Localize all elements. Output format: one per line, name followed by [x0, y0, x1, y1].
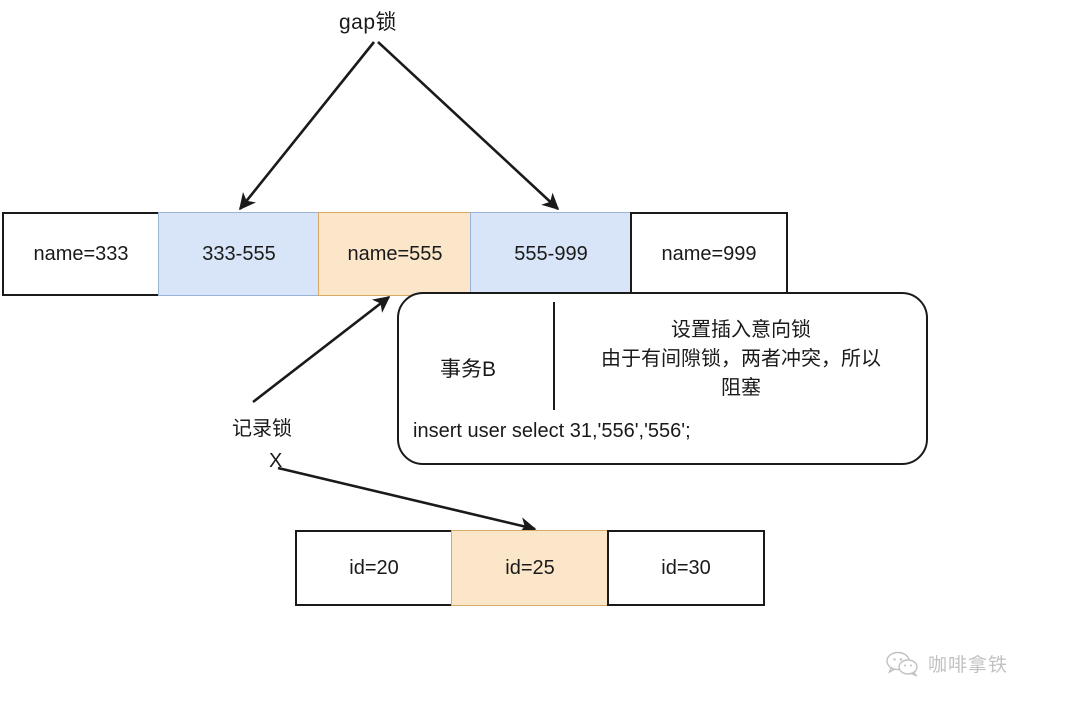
record-lock-label: 记录锁: [232, 418, 292, 440]
id-cell-30[interactable]: id=30: [607, 530, 765, 606]
watermark: 咖啡拿铁: [886, 650, 1008, 677]
primary-key-row: id=20 id=25 id=30: [295, 530, 765, 606]
id-cell-20[interactable]: id=20: [295, 530, 453, 606]
conflict-note-line-1: 设置插入意向锁: [671, 319, 811, 341]
arrow-recordlock-to-name555: [252, 295, 391, 404]
x-mark-label: X: [269, 450, 283, 472]
conflict-note-line-3: 阻塞: [721, 377, 761, 399]
arrow-gaplock-to-left-gap: [238, 41, 376, 211]
arrow-x-to-id25: [277, 466, 537, 534]
index-record-row: name=333 333-555 name=555 555-999 name=9…: [2, 212, 788, 296]
sql-statement: insert user select 31,'556','556';: [413, 420, 691, 442]
index-cell-name-555[interactable]: name=555: [318, 212, 472, 296]
arrow-gaplock-to-right-gap: [377, 41, 560, 211]
index-cell-gap-555-999[interactable]: 555-999: [470, 212, 632, 296]
index-cell-name-333[interactable]: name=333: [2, 212, 160, 296]
index-cell-name-999[interactable]: name=999: [630, 212, 788, 296]
index-cell-gap-333-555[interactable]: 333-555: [158, 212, 320, 296]
wechat-icon: [886, 651, 918, 677]
id-cell-25[interactable]: id=25: [451, 530, 609, 606]
callout-divider: [553, 302, 555, 410]
transaction-label: 事务B: [440, 358, 497, 381]
conflict-note-line-2: 由于有间隙锁，两者冲突，所以: [601, 348, 881, 370]
page-title: gap锁: [339, 11, 398, 34]
conflict-note: 设置插入意向锁 由于有间隙锁，两者冲突，所以 阻塞: [565, 316, 917, 403]
watermark-text: 咖啡拿铁: [928, 655, 1009, 676]
transaction-b-callout: [397, 292, 928, 465]
